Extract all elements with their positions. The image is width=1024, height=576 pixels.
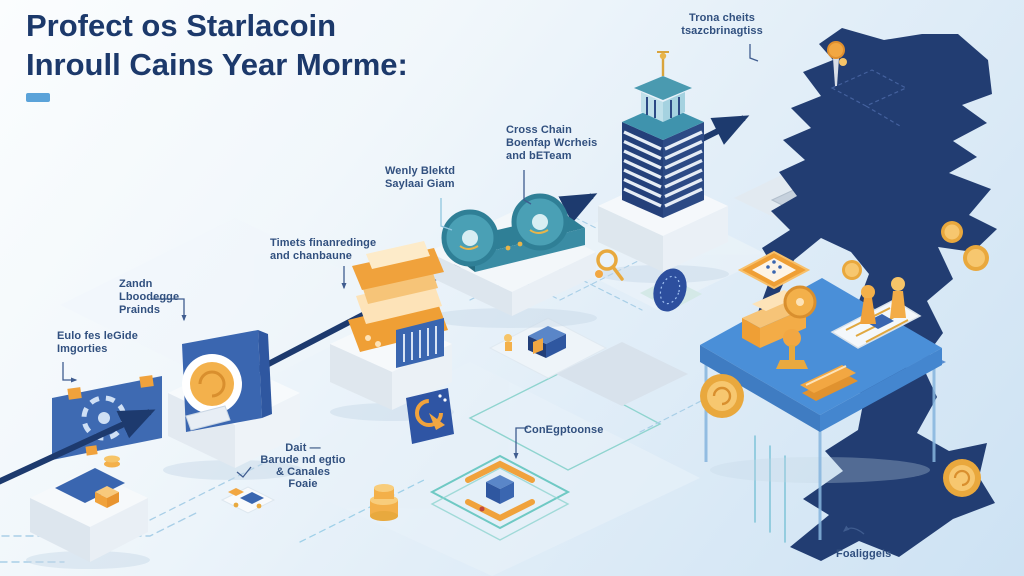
mint-machine (330, 241, 452, 410)
chip-tile (220, 486, 276, 514)
console-platform (30, 455, 148, 562)
label-timets-finanredinge: Timets finanredinge and chanbaune (270, 237, 376, 263)
label-line: Boenfap Wcrheis (506, 137, 598, 149)
label-zandn-lboodegge: Zandn Lboodegge Prainds (119, 278, 215, 317)
label-line: and chanbaune (270, 250, 352, 262)
reel-machine (428, 193, 596, 316)
label-cross-chain: Cross Chain Boenfap Wcrheis and bETeam (506, 124, 597, 163)
gold-statues (860, 277, 906, 324)
label-trona-cheits: Trona cheits tsazcbrinagtiss (660, 12, 784, 38)
magnifier-icon (595, 249, 624, 281)
label-foaliggeis: Foaliggeis (836, 548, 891, 561)
fingerprint-disc (640, 268, 702, 312)
navy-box-machine (504, 326, 566, 358)
orange-badge (737, 250, 811, 290)
label-line: Barude nd egtio (260, 454, 346, 466)
label-line: Eulo fes leGide (57, 330, 138, 342)
label-line: tsazcbrinagtiss (681, 25, 763, 37)
label-line: Foaie (288, 478, 318, 490)
label-line: Trona cheits (689, 12, 755, 24)
label-line: Saylaai Giam (385, 178, 455, 190)
flow-arrow-start (0, 409, 156, 485)
label-line: & Canales (275, 466, 331, 478)
ledger-books (800, 365, 858, 401)
bank-tower (598, 51, 728, 272)
label-eulo-fes-legide: Eulo fes leGide Imgorties (57, 330, 138, 356)
label-connectors (62, 44, 865, 535)
coin-pedestal (168, 330, 300, 468)
title-block: Profect os Starlacoin Inroull Cains Year… (26, 6, 408, 102)
title-underline (26, 93, 50, 102)
gold-wheel (783, 285, 817, 319)
label-line: Dait — (285, 442, 321, 454)
label-dait-barude: Dait — Barude nd egtio & Canales Foaie (250, 442, 356, 490)
database-stack (370, 484, 398, 521)
label-line: Timets finanredinge (270, 237, 377, 249)
label-line: Prainds (119, 304, 161, 316)
gold-coins (700, 221, 989, 497)
map-pin-icon (827, 41, 847, 86)
label-line: Imgorties (57, 343, 108, 355)
label-line: Zandn Lboodegge (119, 278, 180, 303)
label-conegptoonse: ConEgptoonse (524, 424, 603, 437)
label-line: Foaliggeis (836, 548, 892, 560)
title-line-1: Profect os Starlacoin (26, 8, 337, 43)
label-line: ConEgptoonse (524, 424, 604, 436)
title-line-2: Inroull Cains Year Morme: (26, 47, 408, 82)
label-line: Wenly Blektd (385, 165, 456, 177)
label-line: Cross Chain (506, 124, 572, 136)
trophy-icon (776, 329, 808, 369)
cube-plate (429, 454, 571, 541)
label-wenly-blektd: Wenly Blektd Saylaai Giam (385, 165, 455, 191)
label-line: and bETeam (506, 150, 572, 162)
gauge-card (406, 388, 454, 444)
analytics-table (700, 260, 942, 540)
